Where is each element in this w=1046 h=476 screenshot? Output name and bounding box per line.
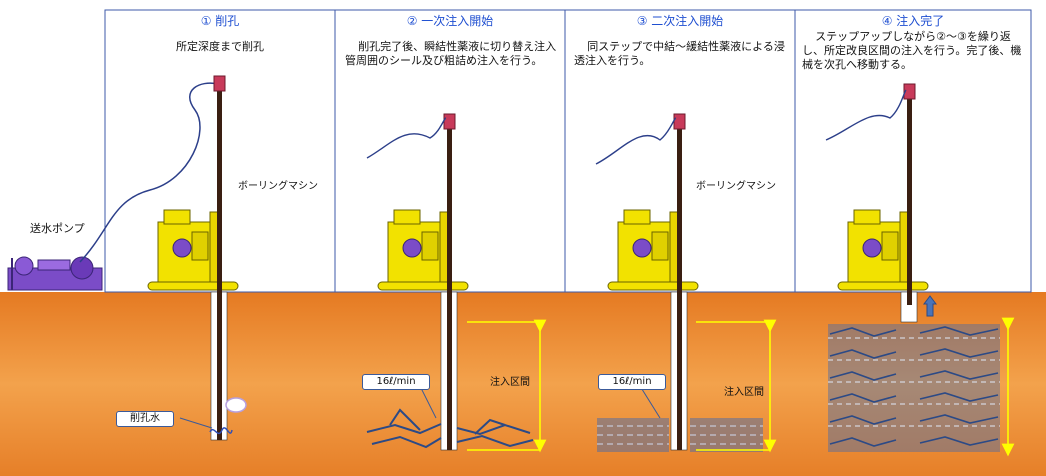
- injection-block-3: [597, 418, 763, 452]
- step-up-arrow: [923, 295, 937, 317]
- crack-row: [829, 414, 999, 425]
- boring-machine-4: [837, 209, 929, 291]
- water-spiral: [209, 397, 247, 435]
- boring-machine-1: [147, 209, 239, 291]
- flow-rate-badge-2: 16ℓ/min: [362, 374, 430, 390]
- crack-row: [829, 326, 999, 337]
- crack-pattern-2: [366, 408, 534, 449]
- water-label-badge: 削孔水: [116, 411, 174, 427]
- boring-machine-3: [607, 209, 699, 291]
- step-4-desc: ステップアップしながら②～③を繰り返し、所定改良区間の注入を行う。完了後、機械を…: [802, 30, 1022, 71]
- pump-hose: [79, 82, 219, 263]
- machine-label-3: ボーリングマシン: [696, 181, 776, 192]
- machine-label-1: ボーリングマシン: [238, 181, 318, 192]
- crack-row: [829, 436, 999, 447]
- step-1-title: ① 削孔: [200, 14, 240, 28]
- pump-machine: [7, 256, 103, 291]
- step-2-title: ② 一次注入開始: [406, 14, 494, 28]
- injection-block-4: [828, 324, 1000, 452]
- interval-markers: [467, 317, 1015, 457]
- interval-label-3: 注入区間: [724, 387, 764, 398]
- step-2-desc: 削孔完了後、瞬結性薬液に切り替え注入管周囲のシール及び粗詰め注入を行う。: [345, 40, 557, 67]
- step-4-title: ④ 注入完了: [881, 14, 945, 28]
- callout-lines: [179, 385, 661, 429]
- boring-machines: [147, 209, 929, 291]
- step-1-desc: 所定深度まで削孔: [176, 40, 264, 53]
- crack-row: [829, 370, 999, 381]
- step-3-title: ③ 二次注入開始: [636, 14, 724, 28]
- pump-label: 送水ポンプ: [30, 222, 85, 235]
- step-3-desc: 同ステップで中結～緩結性薬液による浸透注入を行う。: [574, 40, 785, 67]
- interval-label-2: 注入区間: [490, 377, 530, 388]
- feed-hoses: [366, 89, 907, 165]
- injection-rods: [217, 90, 912, 450]
- crack-row: [829, 348, 999, 359]
- crack-row: [829, 392, 999, 403]
- boring-machine-2: [377, 209, 469, 291]
- flow-rate-badge-3: 16ℓ/min: [598, 374, 666, 390]
